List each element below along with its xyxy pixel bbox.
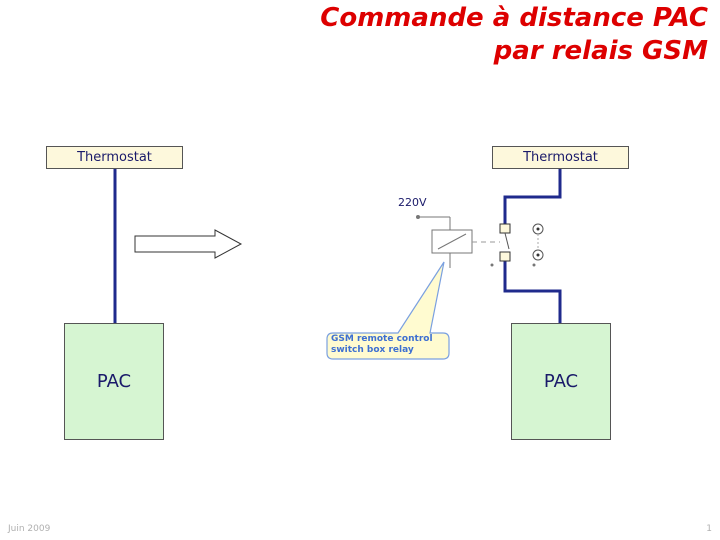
- voltage-label: 220V: [398, 196, 427, 209]
- right-pac-box: PAC: [511, 323, 611, 440]
- transition-arrow-icon: [134, 229, 243, 259]
- right-pac-label: PAC: [543, 371, 579, 392]
- left-thermostat-label: Thermostat: [77, 150, 152, 165]
- relay-coil-diagonal: [437, 233, 467, 250]
- relay-terminal-top: [499, 223, 511, 234]
- switch-dot-right: [532, 263, 536, 267]
- right-wire-bottom: [503, 261, 562, 324]
- title-line-2: par relais GSM: [493, 36, 708, 66]
- callout-bubble: [326, 261, 450, 360]
- callout-text: GSM remote control switch box relay: [331, 334, 451, 356]
- page-title: Commande à distance PAC par relais GSM: [320, 2, 708, 68]
- right-thermostat-label: Thermostat: [523, 150, 598, 165]
- switch-dot-left: [490, 263, 494, 267]
- relay-switch-contact: [504, 232, 510, 250]
- left-pac-box: PAC: [64, 323, 164, 440]
- footer-date: Juin 2009: [8, 524, 51, 534]
- right-thermostat-box: Thermostat: [492, 146, 629, 169]
- aux-contact-top-center: [536, 227, 540, 231]
- aux-contact-bottom-center: [536, 253, 540, 257]
- left-pac-label: PAC: [96, 371, 132, 392]
- supply-terminal-icon: [416, 215, 420, 219]
- right-wire-top: [503, 169, 562, 224]
- left-thermostat-box: Thermostat: [46, 146, 183, 169]
- title-line-1: Commande à distance PAC: [320, 3, 708, 33]
- footer-page-number: 1: [706, 524, 712, 534]
- callout-line-2: switch box relay: [331, 345, 414, 355]
- relay-terminal-bottom: [499, 251, 511, 262]
- callout-line-1: GSM remote control: [331, 334, 433, 344]
